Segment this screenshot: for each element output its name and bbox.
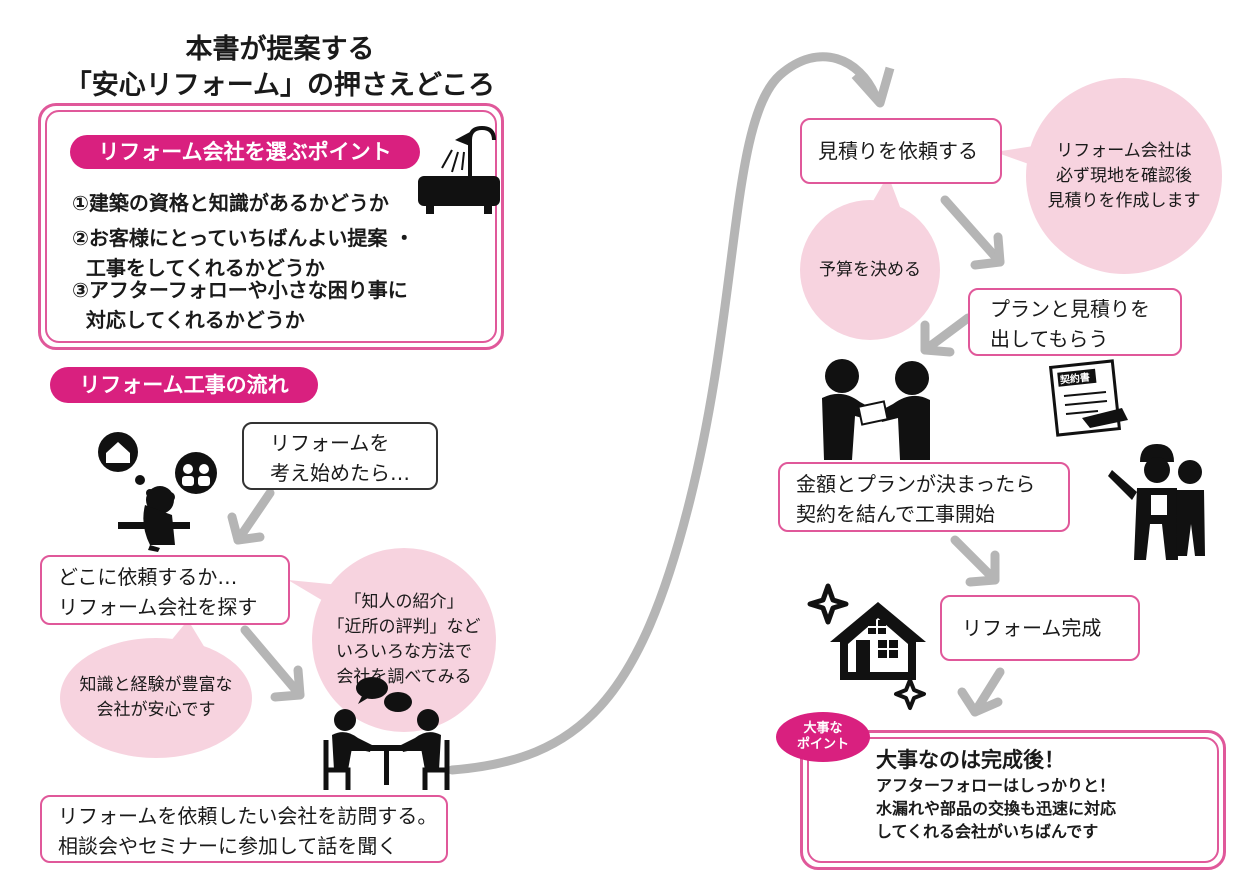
house-icon xyxy=(830,602,926,680)
workers-icon xyxy=(1108,444,1205,560)
contract-document-icon: 契約書 xyxy=(1048,359,1128,437)
experience-bubble-tail xyxy=(165,620,205,648)
arrow-contract-to-complete-head xyxy=(965,550,1000,587)
arrow-complete-to-important-head xyxy=(957,687,1003,717)
handshake-icon xyxy=(822,359,930,460)
arrow-start-to-search-head xyxy=(227,512,265,545)
arrow-plan-to-meeting-head xyxy=(920,320,955,357)
arrow-search-to-visit-head xyxy=(270,665,305,702)
budget-bubble-tail xyxy=(865,175,905,220)
important-point-box xyxy=(800,730,1226,870)
important-title: 大事なのは完成後！ xyxy=(876,748,1065,772)
point-item-1: ①建築の資格と知識があるかどうか xyxy=(72,191,389,215)
title-line-1: 本書が提案する xyxy=(185,34,375,65)
arrow-estimate-to-plan xyxy=(940,195,1005,267)
important-badge-label: 大事な ポイント xyxy=(796,721,849,752)
point-item-3: ③アフターフォローや小さな困り事に 対応してくれるかどうか xyxy=(72,278,408,332)
thinking-person-icon xyxy=(98,432,217,552)
bathtub-icon xyxy=(418,125,500,214)
site-check-bubble: リフォーム会社は 必ず現地を確認後 見積りを作成します xyxy=(1026,78,1222,274)
sparkle-icon-small xyxy=(894,678,926,710)
meeting-table-icon xyxy=(323,677,450,790)
important-body: アフターフォローはしっかりと！ 水漏れや部品の交換も迅速に対応 してくれる会社が… xyxy=(876,776,1117,841)
flow-heading: リフォーム工事の流れ xyxy=(50,367,318,403)
step-visit: リフォームを依頼したい会社を訪問する。 相談会やセミナーに参加して話を聞く xyxy=(40,795,448,863)
connector-arrowhead xyxy=(851,66,895,108)
arrow-contract-to-complete xyxy=(950,535,1000,585)
step-contract: 金額とプランが決まったら 契約を結んで工事開始 xyxy=(778,462,1070,532)
step-estimate: 見積りを依頼する xyxy=(800,118,1002,184)
contract-doc-label: 契約書 xyxy=(1059,370,1090,386)
sparkle-icon xyxy=(807,583,849,625)
arrow-plan-to-meeting xyxy=(920,313,973,355)
site-check-bubble-tail xyxy=(995,145,1040,168)
connector-curve xyxy=(447,52,880,775)
important-badge: 大事な ポイント xyxy=(776,712,870,762)
arrow-estimate-to-plan-head xyxy=(970,232,1005,270)
arrow-start-to-search xyxy=(233,488,275,545)
title-line-2: 「安心リフォーム」の押さえどころ xyxy=(64,70,496,101)
step-plan: プランと見積りを 出してもらう xyxy=(968,288,1182,356)
step-complete: リフォーム完成 xyxy=(940,595,1140,661)
step-search: どこに依頼するか… リフォーム会社を探す xyxy=(40,555,290,625)
selection-points-heading: リフォーム会社を選ぶポイント xyxy=(70,135,420,169)
step-start: リフォームを 考え始めたら… xyxy=(242,422,438,490)
budget-bubble: 予算を決める xyxy=(800,200,940,340)
point-item-2: ②お客様にとっていちばんよい提案 ・ 工事をしてくれるかどうか xyxy=(72,226,415,280)
referral-bubble-tail xyxy=(288,580,340,605)
page-title: 本書が提案する 「安心リフォーム」の押さえどころ xyxy=(60,32,500,104)
arrow-search-to-visit xyxy=(240,625,305,700)
experience-bubble: 知識と経験が豊富な 会社が安心です xyxy=(60,638,252,758)
